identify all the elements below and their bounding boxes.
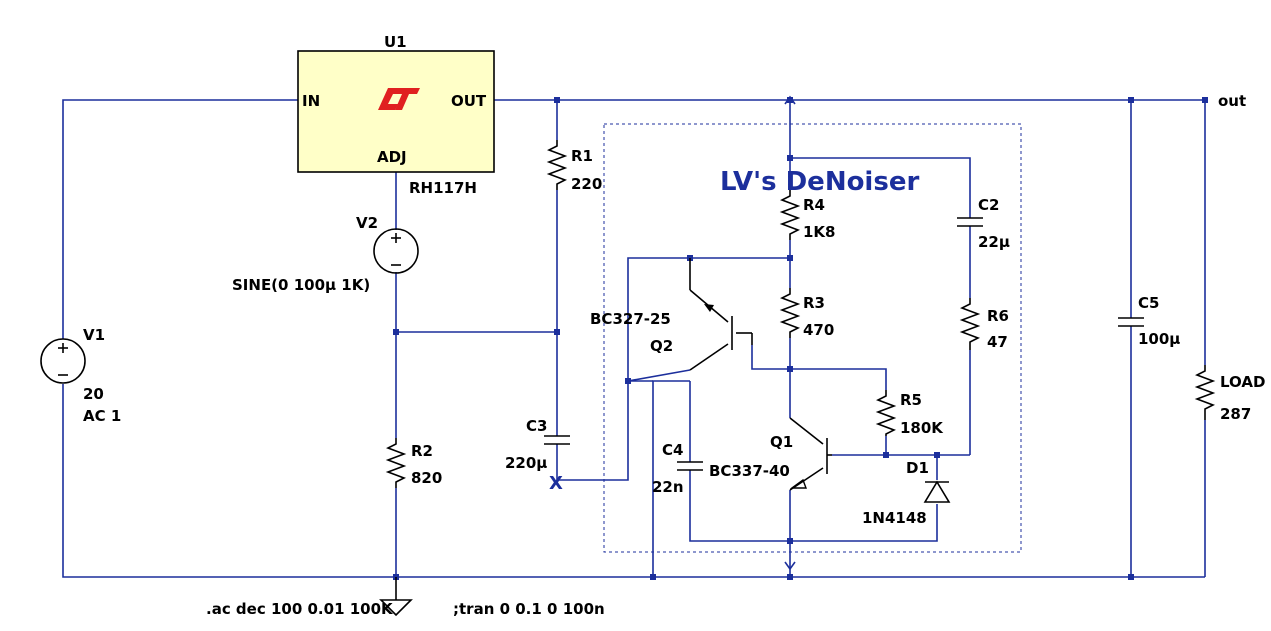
label-d1: D1 — [906, 459, 929, 477]
label-u1-part: RH117H — [409, 179, 477, 197]
ground-icon — [379, 577, 413, 617]
circuit-title: LV's DeNoiser — [720, 167, 919, 197]
label-r5-value: 180K — [900, 419, 944, 437]
label-r6-value: 47 — [987, 333, 1008, 351]
label-u1-adj: ADJ — [377, 148, 407, 166]
label-q2: Q2 — [650, 337, 673, 355]
label-r4: R4 — [803, 196, 825, 214]
capacitor-c4[interactable] — [677, 461, 703, 471]
label-q2-part: BC327-25 — [590, 310, 671, 328]
transistor-q2[interactable] — [689, 258, 753, 371]
label-u1: U1 — [384, 33, 407, 51]
linear-technology-logo-icon — [378, 88, 420, 110]
label-c2: C2 — [978, 196, 999, 214]
probe-arrows — [784, 95, 796, 571]
label-r5: R5 — [900, 391, 922, 409]
label-c3-value: 220µ — [505, 454, 547, 472]
spice-ac-directive: .ac dec 100 0.01 100K — [206, 600, 394, 618]
label-r6: R6 — [987, 307, 1009, 325]
voltage-source-v2[interactable] — [373, 228, 419, 274]
labels: U1 IN OUT ADJ RH117H out R1 220 V2 SINE(… — [83, 33, 1265, 618]
regulator-u1[interactable] — [297, 50, 495, 173]
resistor-r5[interactable] — [875, 390, 897, 436]
capacitor-c5[interactable] — [1118, 317, 1144, 327]
label-c5-value: 100µ — [1138, 330, 1180, 348]
resistor-r1[interactable] — [546, 140, 568, 190]
resistor-r6[interactable] — [959, 298, 981, 350]
resistor-r4[interactable] — [779, 190, 801, 240]
label-d1-part: 1N4148 — [862, 509, 927, 527]
label-u1-in: IN — [302, 92, 320, 110]
resistor-r2[interactable] — [385, 438, 407, 488]
diode-d1[interactable] — [923, 480, 951, 503]
label-c4: C4 — [662, 441, 683, 459]
label-load: LOAD — [1220, 373, 1265, 391]
label-c4-value: 22n — [652, 478, 684, 496]
spice-tran-directive: ;tran 0 0.1 0 100n — [453, 600, 605, 618]
label-q1-part: BC337-40 — [709, 462, 790, 480]
label-load-value: 287 — [1220, 405, 1251, 423]
resistor-load[interactable] — [1194, 365, 1216, 420]
capacitor-c2[interactable] — [957, 217, 983, 227]
transistor-q1[interactable] — [789, 417, 832, 491]
x-marker: X — [549, 473, 563, 494]
voltage-source-v1[interactable] — [40, 338, 86, 384]
label-r3: R3 — [803, 294, 825, 312]
label-r2-value: 820 — [411, 469, 442, 487]
label-c2-value: 22µ — [978, 233, 1010, 251]
label-r2: R2 — [411, 442, 433, 460]
capacitor-c3[interactable] — [544, 435, 570, 445]
label-v1: V1 — [83, 326, 105, 344]
label-r4-value: 1K8 — [803, 223, 836, 241]
label-r1-value: 220 — [571, 175, 602, 193]
label-v1-value: 20 — [83, 385, 104, 403]
label-v2-value: SINE(0 100µ 1K) — [232, 276, 370, 294]
label-c3: C3 — [526, 417, 547, 435]
label-v1-ac: AC 1 — [83, 407, 121, 425]
denoiser-boundary — [603, 123, 1022, 553]
label-r3-value: 470 — [803, 321, 834, 339]
label-out-net: out — [1218, 92, 1246, 110]
label-q1: Q1 — [770, 433, 793, 451]
label-u1-out: OUT — [451, 92, 487, 110]
wires — [62, 99, 1206, 578]
resistor-r3[interactable] — [779, 288, 801, 338]
label-v2: V2 — [356, 214, 378, 232]
label-c5: C5 — [1138, 294, 1159, 312]
label-r1: R1 — [571, 147, 593, 165]
